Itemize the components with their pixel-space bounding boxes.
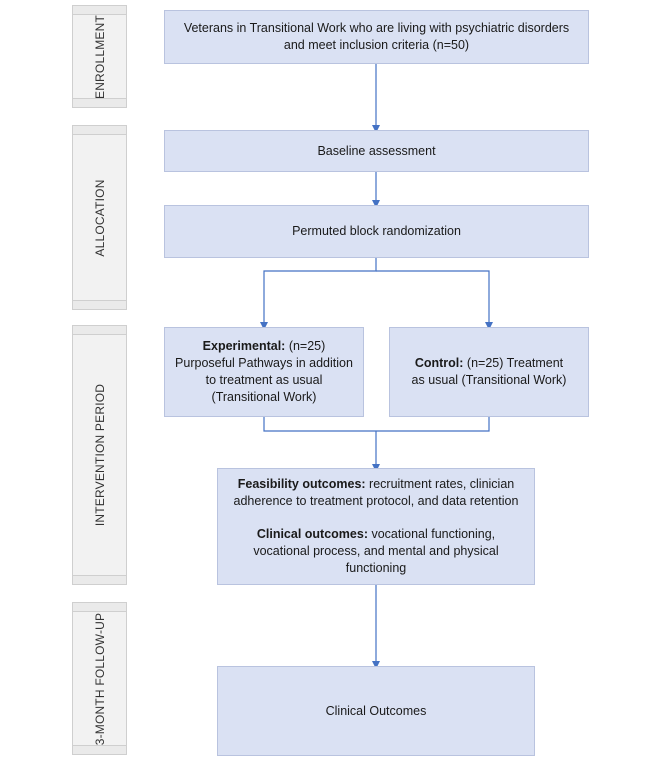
feasibility-text: recruitment rates, clinician adherence t… — [233, 477, 519, 508]
phase-cap — [73, 98, 126, 107]
phase-cap — [73, 6, 126, 15]
phase-cap — [73, 126, 126, 135]
final-outcomes-label: Clinical Outcomes — [325, 703, 427, 718]
outcomes-box: Feasibility outcomes: recruitment rates,… — [217, 468, 535, 585]
phase-cap — [73, 745, 126, 754]
merge-line — [263, 417, 490, 432]
split-line-right — [376, 270, 493, 330]
baseline-box: Baseline assessment — [164, 130, 589, 172]
experimental-text: (n=25) Purposeful Pathways in addition t… — [175, 339, 353, 404]
baseline-label: Baseline assessment — [317, 143, 436, 158]
enrollment-line-1: Veterans in Transitional Work who are li… — [183, 21, 570, 35]
clinical-outcomes: Clinical outcomes: vocational functionin… — [230, 526, 522, 577]
phase-cap — [73, 575, 126, 584]
enrollment-box: Veterans in Transitional Work who are li… — [164, 10, 589, 64]
randomization-label: Permuted block randomization — [292, 224, 461, 238]
clinical-heading: Clinical outcomes: — [256, 527, 368, 541]
phase-intervention: INTERVENTION PERIOD — [72, 325, 127, 585]
clinical-text: vocational functioning, vocational proce… — [253, 527, 499, 575]
phase-allocation: ALLOCATION — [72, 125, 127, 310]
paragraph-gap — [230, 510, 522, 526]
feasibility-outcomes: Feasibility outcomes: recruitment rates,… — [230, 476, 522, 510]
split-line — [260, 258, 377, 330]
control-heading: Control: — [414, 356, 464, 370]
enrollment-line-2: and meet inclusion criteria (n=50) — [283, 38, 470, 52]
feasibility-heading: Feasibility outcomes: — [237, 477, 366, 491]
experimental-heading: Experimental: — [202, 339, 286, 353]
randomization-box: Permuted block randomization — [164, 205, 589, 258]
phase-cap — [73, 603, 126, 612]
phase-cap — [73, 300, 126, 309]
control-box: Control: (n=25) Treatment as usual (Tran… — [389, 327, 589, 417]
experimental-box: Experimental: (n=25) Purposeful Pathways… — [164, 327, 364, 417]
phase-cap — [73, 326, 126, 335]
phase-enrollment: ENROLLMENT — [72, 5, 127, 108]
final-outcomes-box: Clinical Outcomes — [217, 666, 535, 756]
phase-followup: 3-MONTH FOLLOW-UP — [72, 602, 127, 755]
control-text: (n=25) Treatment as usual (Transitional … — [411, 356, 567, 387]
